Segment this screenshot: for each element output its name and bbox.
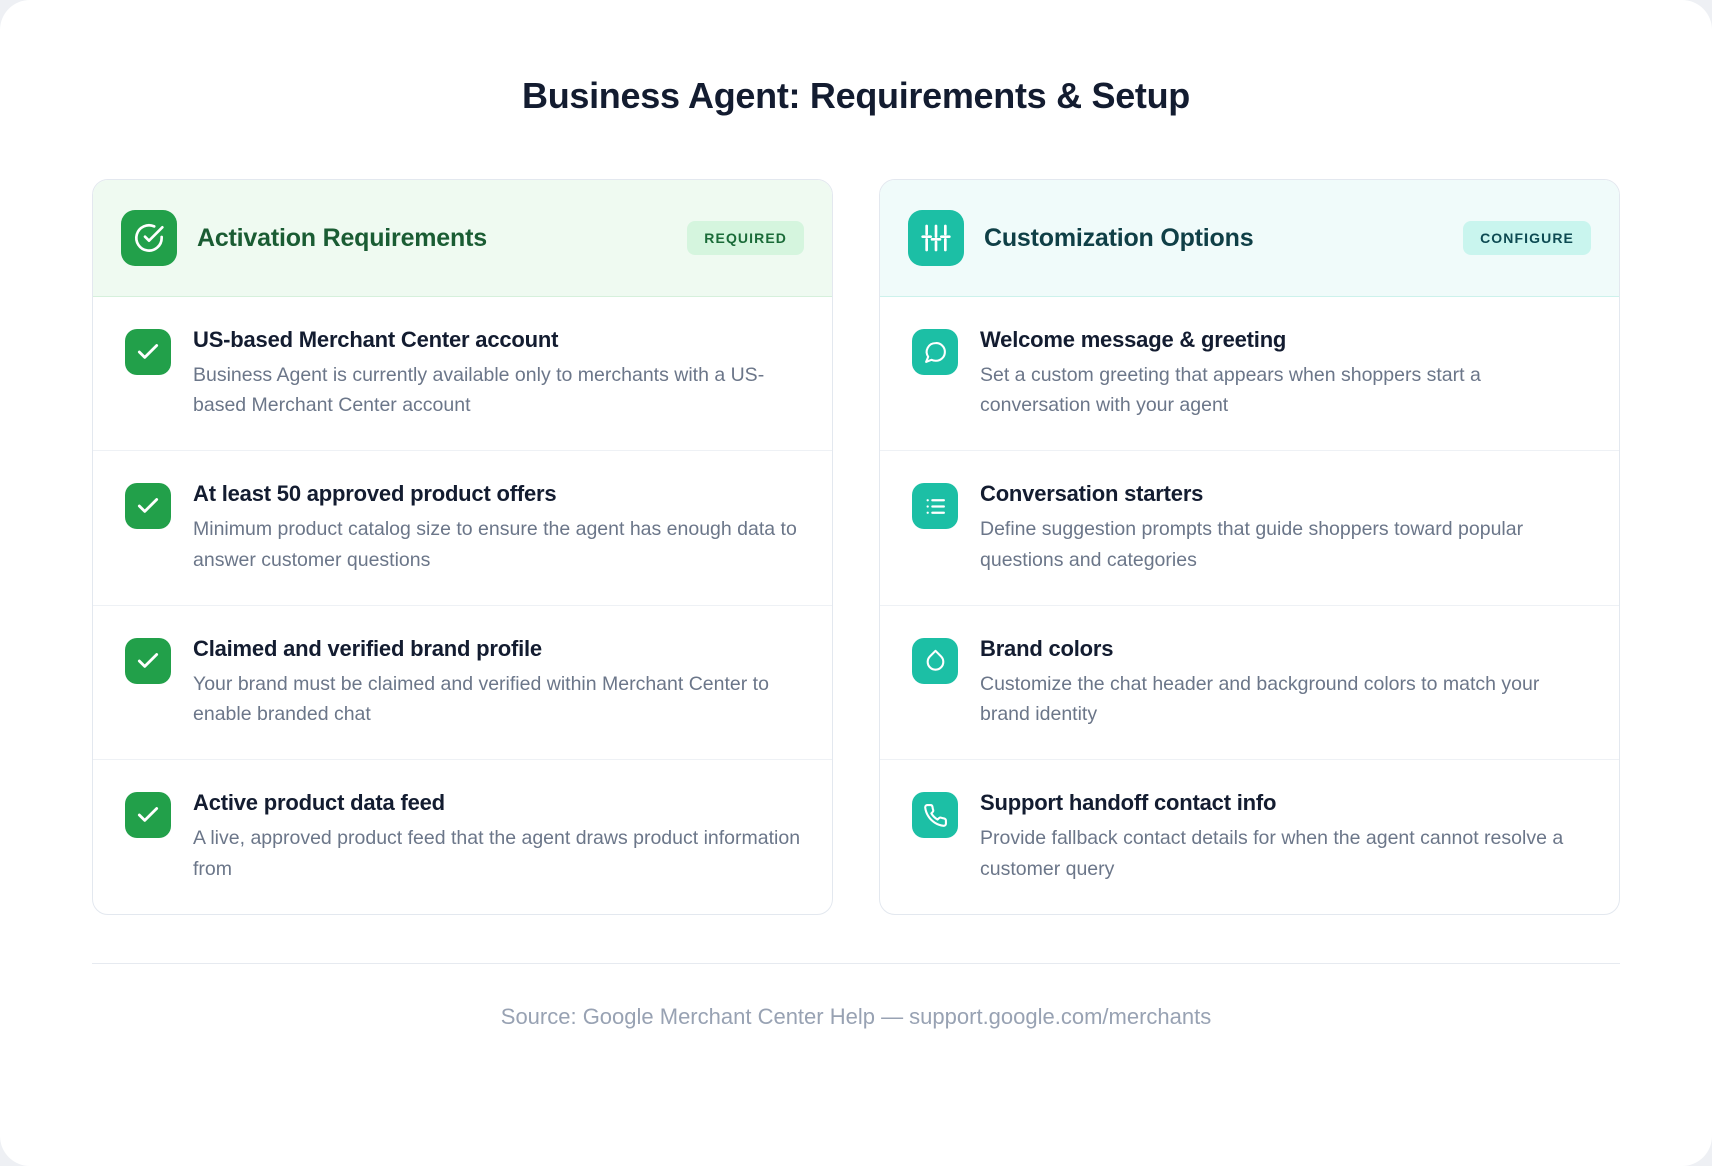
list-item-text: Active product data feed A live, approve… — [193, 790, 804, 883]
status-badge: CONFIGURE — [1463, 221, 1591, 255]
cards-container: Activation Requirements REQUIRED US-base… — [0, 179, 1712, 915]
source-attribution: Source: Google Merchant Center Help — su… — [500, 1003, 1212, 1029]
list-item: Conversation starters Define suggestion … — [880, 451, 1619, 606]
list-item: At least 50 approved product offers Mini… — [93, 451, 832, 606]
list-item-title: US-based Merchant Center account — [193, 327, 559, 352]
list-item-title: Conversation starters — [980, 481, 1204, 507]
list-item-text: Conversation starters Define suggestion … — [980, 481, 1591, 574]
list-item-title: Support handoff contact info — [980, 790, 1277, 816]
card-activation-requirements: Activation Requirements REQUIRED US-base… — [92, 179, 833, 915]
card-customization-options: Customization Options CONFIGURE Welcome … — [879, 179, 1620, 915]
list-item: Active product data feed A live, approve… — [93, 760, 832, 913]
list-item-title: Active product data feed — [193, 790, 445, 816]
list-item-description: A live, approved product feed that the a… — [193, 827, 801, 880]
list-item: Welcome message & greeting Set a custom … — [880, 297, 1619, 452]
check-icon — [125, 483, 171, 530]
droplet-icon — [912, 637, 958, 684]
chat-bubble-icon — [912, 329, 958, 375]
list-item-text: Brand colors Customize the chat header a… — [980, 636, 1591, 729]
list-item-text: Claimed and verified brand profile Your … — [193, 636, 804, 729]
list-item-title: At least 50 approved product offers — [193, 481, 557, 507]
list-item: Brand colors Customize the chat header a… — [880, 606, 1619, 761]
check-icon — [125, 792, 171, 839]
check-icon — [125, 637, 171, 684]
phone-icon — [912, 792, 958, 839]
list-item-description: Your brand must be claimed and verified … — [193, 672, 769, 726]
card-header: Activation Requirements REQUIRED — [93, 180, 832, 297]
check-icon — [125, 329, 171, 375]
card-title: Customization Options — [984, 223, 1254, 252]
card-title: Activation Requirements — [197, 223, 487, 252]
list-item-description: Set a custom greeting that appears when … — [980, 364, 1481, 417]
list-item-text: Support handoff contact info Provide fal… — [980, 790, 1591, 883]
list-item: Claimed and verified brand profile Your … — [93, 606, 832, 761]
list-item-description: Provide fallback contact details for whe… — [980, 827, 1564, 880]
list-item: US-based Merchant Center account Busines… — [93, 297, 832, 452]
list-item-description: Customize the chat header and background… — [980, 672, 1540, 726]
footer-divider — [92, 962, 1620, 964]
list-item-title: Brand colors — [980, 635, 1114, 661]
list-item-text: At least 50 approved product offers Mini… — [193, 481, 804, 574]
list-item-description: Minimum product catalog size to ensure t… — [193, 518, 797, 571]
list-item-description: Define suggestion prompts that guide sho… — [980, 518, 1524, 571]
list-item-title: Welcome message & greeting — [980, 327, 1287, 352]
list-item-title: Claimed and verified brand profile — [193, 635, 542, 661]
circle-check-icon — [121, 210, 177, 266]
status-badge: REQUIRED — [687, 221, 804, 255]
page-title: Business Agent: Requirements & Setup — [522, 75, 1190, 116]
list-item: Support handoff contact info Provide fal… — [880, 760, 1619, 913]
list-icon — [912, 483, 958, 530]
card-header: Customization Options CONFIGURE — [880, 180, 1619, 297]
list-item-description: Business Agent is currently available on… — [193, 364, 765, 417]
sliders-icon — [908, 210, 964, 266]
list-item-text: US-based Merchant Center account Busines… — [193, 327, 804, 420]
list-item-text: Welcome message & greeting Set a custom … — [980, 327, 1591, 420]
